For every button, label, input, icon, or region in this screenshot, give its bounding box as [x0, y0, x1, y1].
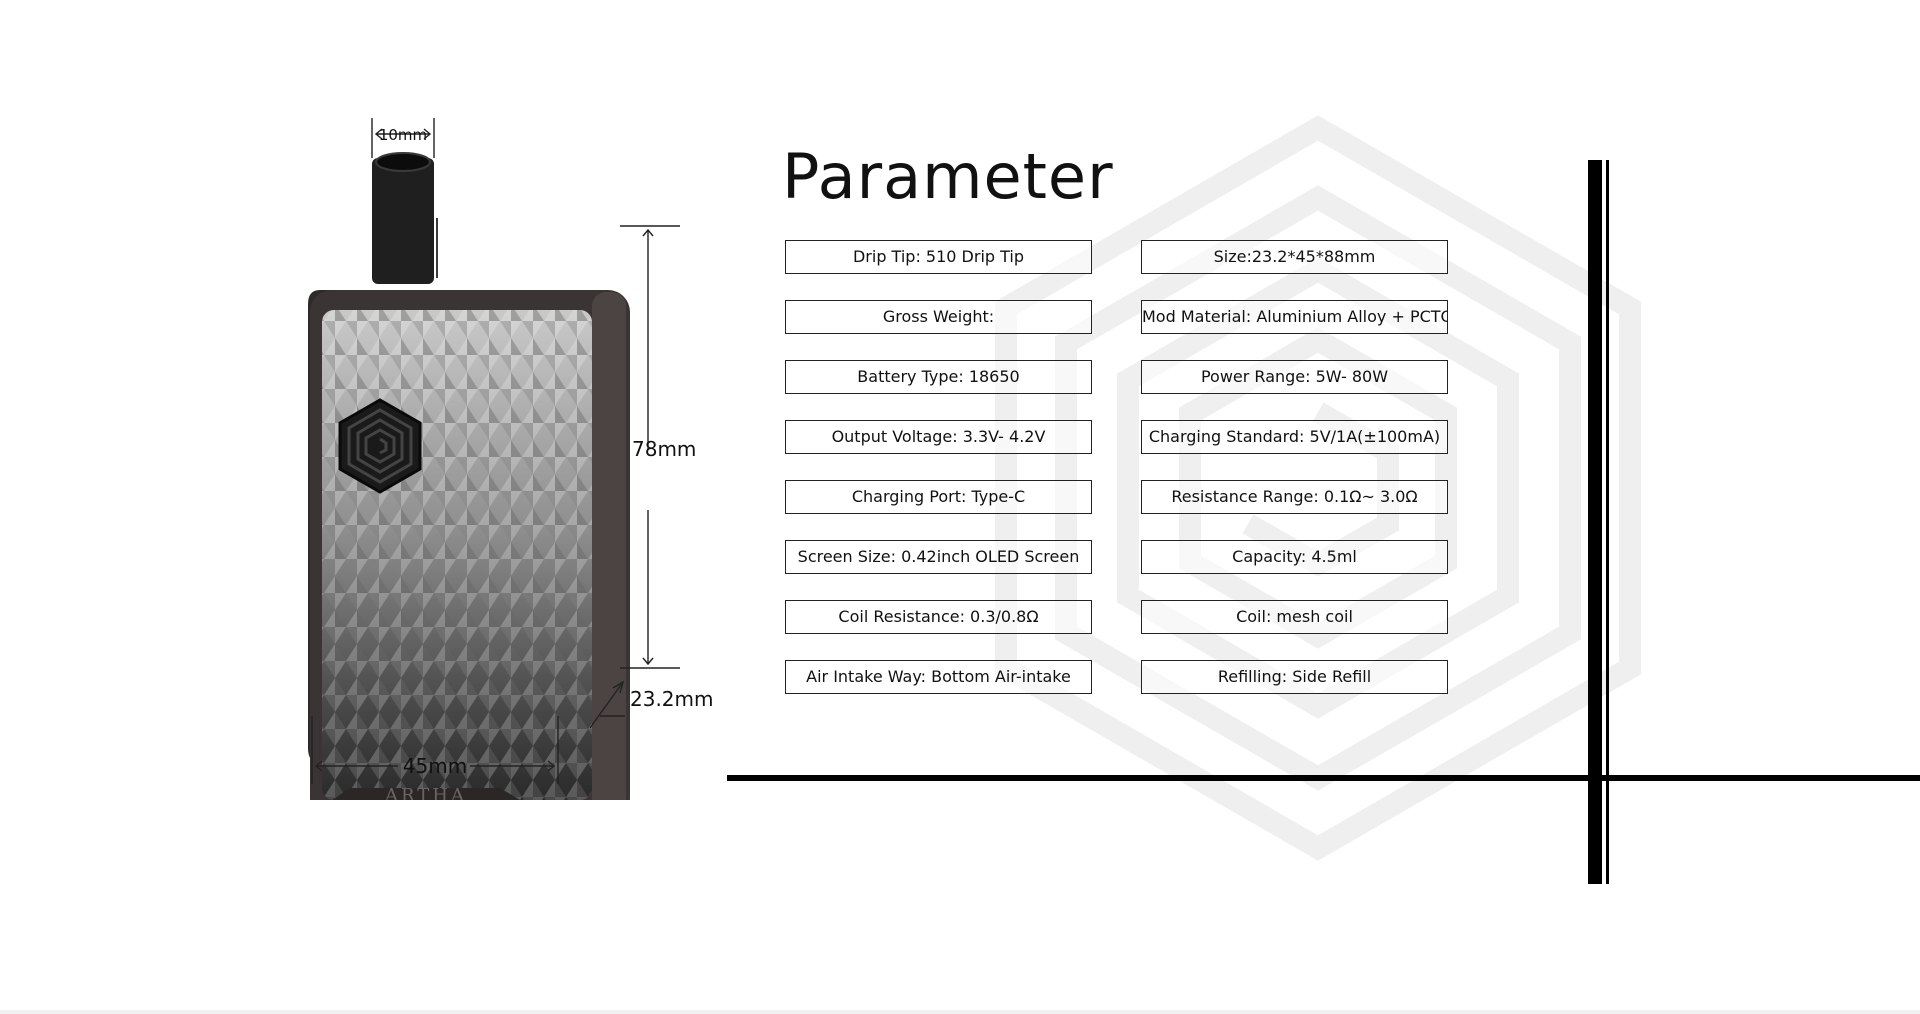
- parameter-resistance-range: Resistance Range: 0.1Ω~ 3.0Ω: [1141, 480, 1448, 514]
- bottom-strip: [0, 1010, 1920, 1014]
- parameter-drip-tip: Drip Tip: 510 Drip Tip: [785, 240, 1092, 274]
- parameter-output-voltage: Output Voltage: 3.3V- 4.2V: [785, 420, 1092, 454]
- parameter-row: Drip Tip: 510 Drip Tip Size:23.2*45*88mm: [785, 240, 1450, 274]
- parameter-power-range: Power Range: 5W- 80W: [1141, 360, 1448, 394]
- parameter-row: Coil Resistance: 0.3/0.8Ω Coil: mesh coi…: [785, 600, 1450, 634]
- brand-label: ARTHA: [384, 785, 467, 800]
- parameter-row: Gross Weight: Mod Material: Aluminium Al…: [785, 300, 1450, 334]
- product-device-illustration: ARTHA 10mm 78mm 23.2mm 45mm: [308, 118, 714, 800]
- parameter-battery-type: Battery Type: 18650: [785, 360, 1092, 394]
- vertical-divider-thin: [1606, 160, 1609, 884]
- parameter-charging-standard: Charging Standard: 5V/1A(±100mA): [1141, 420, 1448, 454]
- parameter-gross-weight: Gross Weight:: [785, 300, 1092, 334]
- parameter-row: Output Voltage: 3.3V- 4.2V Charging Stan…: [785, 420, 1450, 454]
- parameter-charging-port: Charging Port: Type-C: [785, 480, 1092, 514]
- parameter-mod-material: Mod Material: Aluminium Alloy + PCTG: [1141, 300, 1448, 334]
- vertical-divider-thick: [1588, 160, 1602, 884]
- parameter-row: Screen Size: 0.42inch OLED Screen Capaci…: [785, 540, 1450, 574]
- parameter-row: Charging Port: Type-C Resistance Range: …: [785, 480, 1450, 514]
- parameter-row: Battery Type: 18650 Power Range: 5W- 80W: [785, 360, 1450, 394]
- dimension-height: 78mm: [632, 437, 696, 461]
- horizontal-divider: [727, 775, 1920, 781]
- dimension-tip-width: 10mm: [379, 126, 427, 144]
- page-title: Parameter: [782, 140, 1114, 213]
- parameter-row: Air Intake Way: Bottom Air-intake Refill…: [785, 660, 1450, 694]
- parameter-coil-resistance: Coil Resistance: 0.3/0.8Ω: [785, 600, 1092, 634]
- parameter-refilling: Refilling: Side Refill: [1141, 660, 1448, 694]
- parameter-coil: Coil: mesh coil: [1141, 600, 1448, 634]
- hexagon-maze-logo-icon: [338, 398, 422, 494]
- parameter-air-intake: Air Intake Way: Bottom Air-intake: [785, 660, 1092, 694]
- parameter-screen-size: Screen Size: 0.42inch OLED Screen: [785, 540, 1092, 574]
- parameter-capacity: Capacity: 4.5ml: [1141, 540, 1448, 574]
- dimension-depth: 23.2mm: [630, 687, 714, 711]
- parameter-size: Size:23.2*45*88mm: [1141, 240, 1448, 274]
- dimension-width: 45mm: [403, 754, 467, 778]
